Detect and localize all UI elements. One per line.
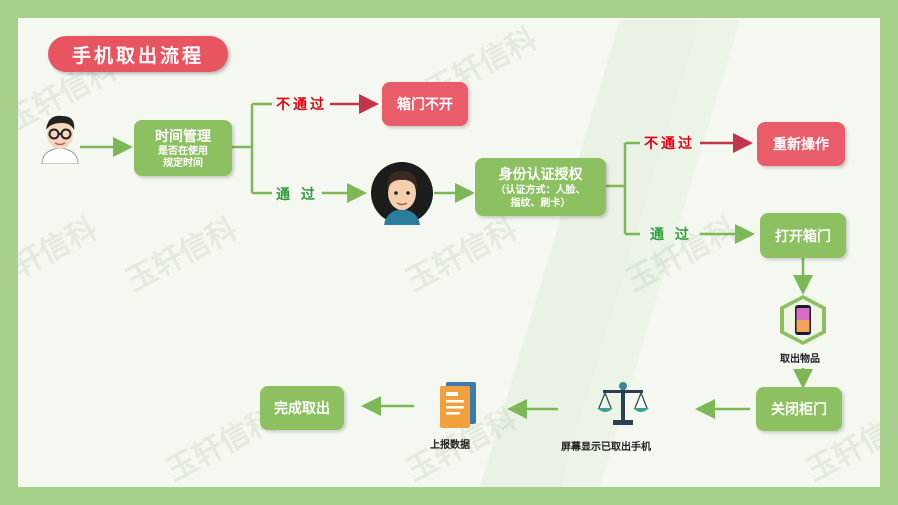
retry-node: 重新操作 xyxy=(757,122,845,166)
pass-label-1: 通 过 xyxy=(276,187,318,203)
done-label: 完成取出 xyxy=(274,401,330,417)
identity-auth-subtitle: （认证方式：人脸、 指纹、刷卡） xyxy=(495,185,586,209)
man-face-icon xyxy=(371,162,433,225)
document-icon xyxy=(440,382,476,428)
fail-label-2: 不通过 xyxy=(644,136,695,152)
open-box-node: 打开箱门 xyxy=(760,213,846,258)
report-caption: 上报数据 xyxy=(430,440,470,451)
phone-hexagon-icon xyxy=(780,295,826,345)
identity-auth-node: 身份认证授权 （认证方式：人脸、 指纹、刷卡） xyxy=(475,158,606,216)
identity-auth-title: 身份认证授权 xyxy=(498,167,583,183)
time-management-subtitle: 是否在使用 规定时间 xyxy=(158,145,208,170)
page-title: 手机取出流程 xyxy=(48,36,228,72)
retry-label: 重新操作 xyxy=(773,137,829,153)
open-box-label: 打开箱门 xyxy=(775,228,831,245)
done-node: 完成取出 xyxy=(260,386,344,430)
take-item-caption: 取出物品 xyxy=(780,354,820,365)
user-avatar-icon xyxy=(41,115,79,164)
scale-icon xyxy=(597,382,649,425)
time-management-node: 时间管理 是否在使用 规定时间 xyxy=(134,120,232,176)
close-box-node: 关闭柜门 xyxy=(756,387,842,431)
close-box-label: 关闭柜门 xyxy=(771,402,827,418)
box-closed-node: 箱门不开 xyxy=(382,82,468,126)
box-closed-label: 箱门不开 xyxy=(397,97,453,113)
screen-show-caption: 屏幕显示已取出手机 xyxy=(561,442,651,453)
pass-label-2: 通 过 xyxy=(650,227,692,243)
fail-label-1: 不通过 xyxy=(276,97,327,113)
time-management-title: 时间管理 xyxy=(155,128,211,145)
